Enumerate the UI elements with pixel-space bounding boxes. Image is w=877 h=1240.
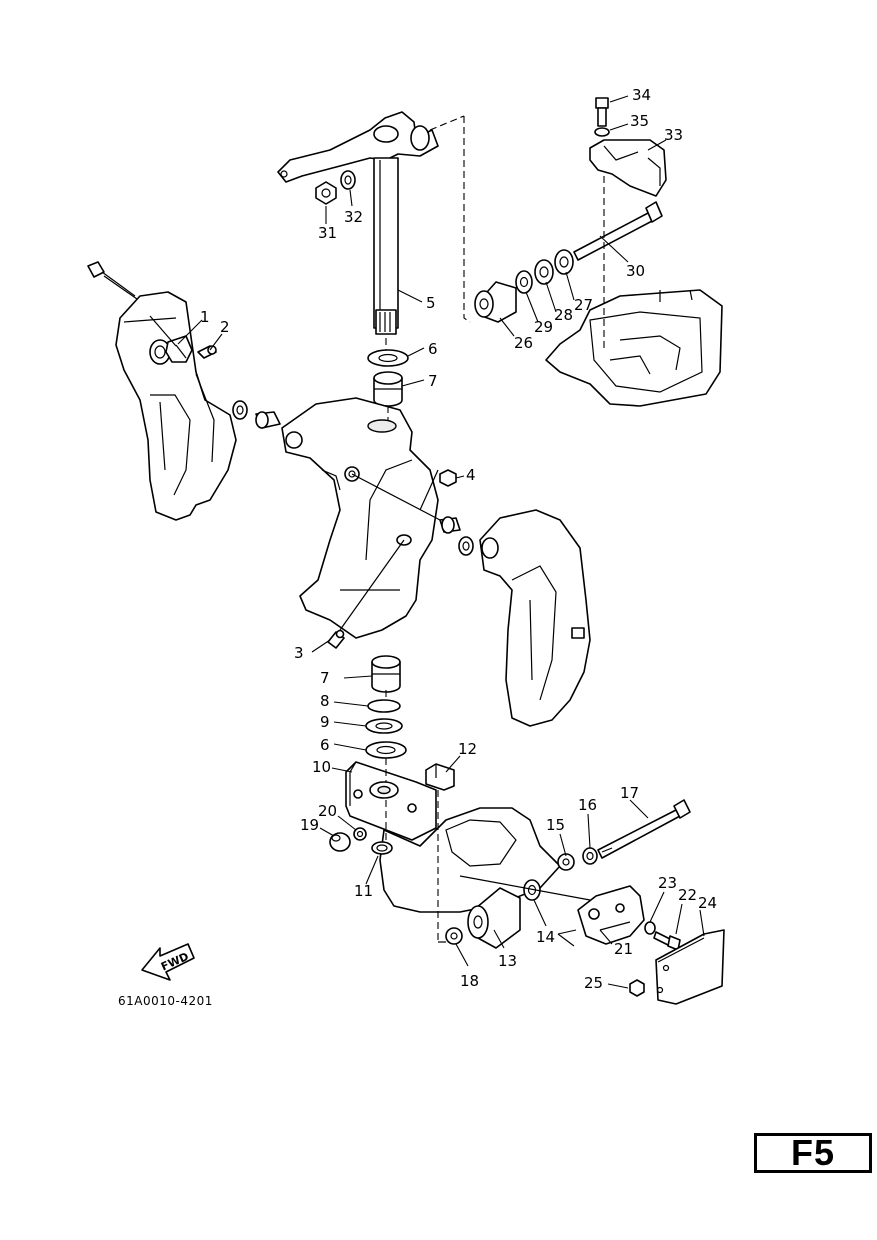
callout-10: 10 xyxy=(312,758,331,776)
callout-16: 16 xyxy=(578,796,597,814)
part-28-washer xyxy=(534,259,554,285)
part-27-washer xyxy=(554,249,574,275)
part-34-bolt xyxy=(595,97,609,127)
callout-11: 11 xyxy=(354,882,373,900)
callout-32: 32 xyxy=(344,208,363,226)
callout-5: 5 xyxy=(426,294,436,312)
part-13-lower-mount-rubber xyxy=(467,887,521,949)
part-5-steering-shaft xyxy=(277,111,439,335)
callout-33: 33 xyxy=(664,126,683,144)
part-16-nut xyxy=(582,847,598,865)
part-11-collar xyxy=(371,841,393,855)
callout-15: 15 xyxy=(546,816,565,834)
callout-29: 29 xyxy=(534,318,553,336)
callout-30: 30 xyxy=(626,262,645,280)
callout-18: 18 xyxy=(460,972,479,990)
part-4-grease-nipple xyxy=(439,469,457,487)
callout-22: 22 xyxy=(678,886,697,904)
callout-21: 21 xyxy=(614,940,633,958)
fwd-arrow-icon: FWD xyxy=(141,943,195,981)
part-7-bushing-lower xyxy=(371,655,401,693)
part-33-upper-mount-bracket xyxy=(589,139,667,197)
tilt-tube-left xyxy=(232,400,281,429)
part-15-washer xyxy=(557,853,575,871)
part-19-cap xyxy=(329,832,351,852)
callout-20: 20 xyxy=(318,802,337,820)
callout-31: 31 xyxy=(318,224,337,242)
callout-14: 14 xyxy=(536,928,555,946)
callout-26: 26 xyxy=(514,334,533,352)
callout-25: 25 xyxy=(584,974,603,992)
part-18-washer xyxy=(445,927,463,945)
callout-8: 8 xyxy=(320,692,330,710)
part-10-lower-mount-housing xyxy=(345,761,437,841)
part-20-washer xyxy=(353,827,367,841)
callout-34: 34 xyxy=(632,86,651,104)
callout-17: 17 xyxy=(620,784,639,802)
part-8-o-ring xyxy=(367,699,401,713)
callout-labels: 1 2 3 4 5 6 7 7 8 9 6 10 11 12 13 14 15 … xyxy=(200,86,717,992)
part-30-bolt xyxy=(573,201,663,261)
assembly-guide-lines xyxy=(149,115,605,943)
part-21-lower-bracket xyxy=(577,885,645,945)
part-7-bushing-upper xyxy=(373,371,403,407)
part-6-washer-upper xyxy=(367,349,409,367)
right-clamp-bracket xyxy=(479,509,591,727)
callout-9: 9 xyxy=(320,713,330,731)
drawing-code: 61A0010-4201 xyxy=(118,994,213,1008)
callout-27: 27 xyxy=(574,296,593,314)
callout-28: 28 xyxy=(554,306,573,324)
callout-12: 12 xyxy=(458,740,477,758)
callout-19: 19 xyxy=(300,816,319,834)
callout-7-upper: 7 xyxy=(428,372,438,390)
left-clamp-bracket xyxy=(87,261,237,521)
part-3-bolt xyxy=(327,629,345,649)
callout-6-upper: 6 xyxy=(428,340,438,358)
engine-base-plate xyxy=(545,289,723,407)
callout-7-lower: 7 xyxy=(320,669,330,687)
part-2-bolt xyxy=(197,345,217,359)
part-22-bolt xyxy=(653,931,681,951)
part-17-bolt xyxy=(597,799,691,859)
callout-24: 24 xyxy=(698,894,717,912)
page-badge: F5 xyxy=(754,1133,872,1173)
swivel-bracket xyxy=(281,397,439,639)
part-29-washer xyxy=(515,270,533,294)
callout-leaders xyxy=(177,95,705,989)
part-35-washer xyxy=(594,127,610,137)
callout-13: 13 xyxy=(498,952,517,970)
part-23-washer xyxy=(644,921,656,935)
part-31-nut xyxy=(315,181,337,205)
part-9-washer xyxy=(365,718,403,734)
page-badge-label: F5 xyxy=(790,1132,835,1173)
part-25-nut xyxy=(629,979,645,997)
callout-4: 4 xyxy=(466,466,476,484)
callout-3: 3 xyxy=(294,644,304,662)
callout-1: 1 xyxy=(200,308,210,326)
callout-23: 23 xyxy=(658,874,677,892)
part-6-washer-lower xyxy=(365,741,407,759)
tilt-tube-right xyxy=(439,516,474,556)
callout-2: 2 xyxy=(220,318,230,336)
part-26-upper-mount-rubber xyxy=(474,281,517,323)
callout-35: 35 xyxy=(630,112,649,130)
part-32-washer xyxy=(340,170,356,190)
callout-6-lower: 6 xyxy=(320,736,330,754)
